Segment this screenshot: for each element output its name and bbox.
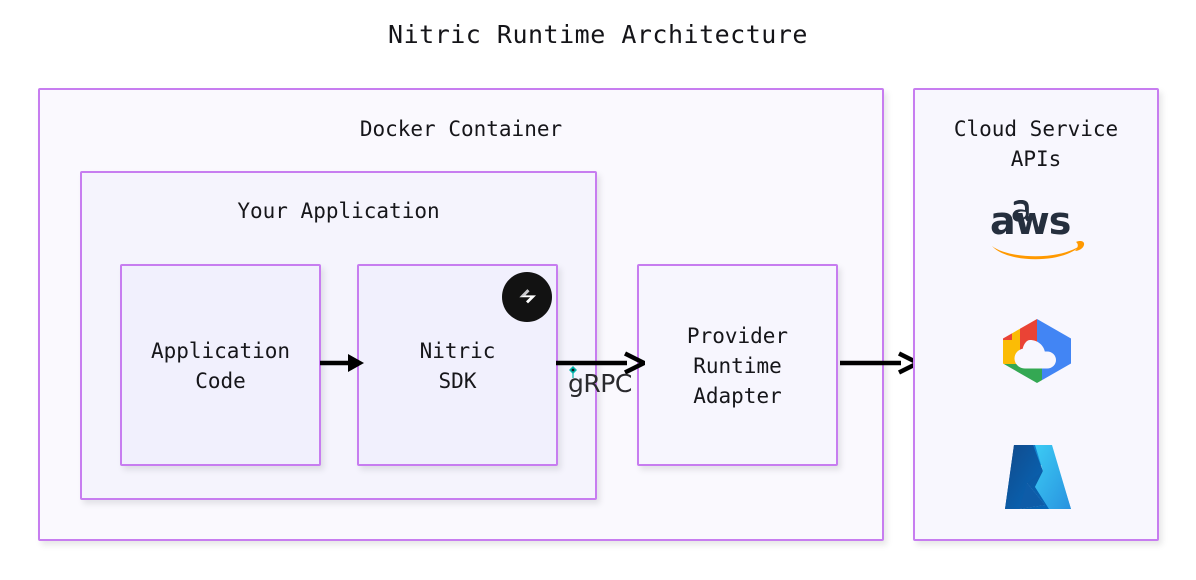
page-title: Nitric Runtime Architecture [388,20,808,49]
grpc-accent-icon [569,366,577,378]
aws-logo-icon: aws [990,199,1086,262]
arrow-code-to-sdk [319,348,365,378]
node-application-code[interactable]: Application Code [120,264,321,466]
docker-container-label: Docker Container [359,117,563,141]
arrow-sdk-to-adapter [555,348,650,378]
edge-label-grpc-wrapper: gRPC [560,366,638,400]
nitric-logo-icon [502,272,552,322]
your-application-label: Your Application [237,199,440,223]
google-cloud-logo-icon [1000,318,1074,384]
node-nitric-sdk-label: Nitric SDK [419,339,496,393]
node-application-code-label: Application Code [150,339,291,393]
microsoft-azure-logo-icon [1005,443,1071,513]
node-provider-runtime-adapter[interactable]: Provider Runtime Adapter [637,264,838,466]
arrow-adapter-to-cloud [839,348,924,378]
node-provider-runtime-adapter-label: Provider Runtime Adapter [686,324,789,408]
cloud-service-apis-label: Cloud Service APIs [953,117,1119,171]
edge-label-grpc: gRPC [568,369,632,398]
svg-text:aws: aws [990,200,1070,243]
